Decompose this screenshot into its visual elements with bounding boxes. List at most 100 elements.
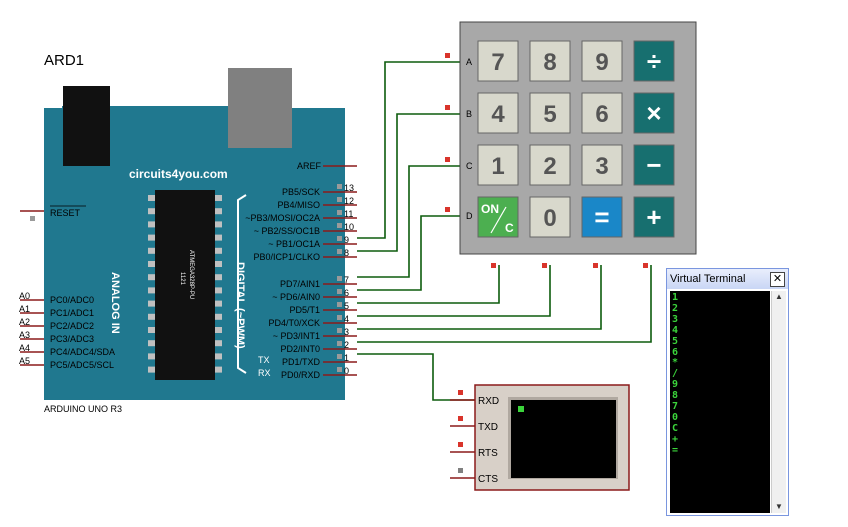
terminal-line: = [672, 444, 679, 456]
key-label: × [646, 98, 661, 128]
pin-marker [337, 328, 342, 333]
chip-label-2: ATMEGA328P-PU [188, 250, 194, 299]
pin-marker [337, 315, 342, 320]
key-on-clear[interactable]: ON C [477, 196, 519, 238]
key-divide[interactable]: ÷ [633, 40, 675, 82]
key-8[interactable]: 8 [529, 40, 571, 82]
scroll-down-icon[interactable]: ▼ [775, 502, 783, 511]
key-3[interactable]: 3 [581, 144, 623, 186]
terminal-cursor [518, 406, 524, 412]
key-4[interactable]: 4 [477, 92, 519, 134]
key-face [477, 196, 519, 238]
key-face [477, 40, 519, 82]
chip-pin [215, 287, 222, 294]
terminal-scrollbar[interactable]: ▲ ▼ [771, 291, 786, 513]
analog-in-label: ANALOG IN [109, 272, 121, 334]
key-label: 6 [595, 101, 608, 128]
analog-pin-number: A1 [19, 304, 30, 314]
terminal-pin-marker [458, 390, 463, 395]
analog-pin-label: PC4/ADC4/SDA [50, 347, 115, 357]
key-label: 4 [491, 101, 505, 128]
digital-pin-label: ~ PB2/SS/OC1B [254, 226, 320, 236]
col-pin-marker [542, 263, 547, 268]
chip-pins-left [148, 195, 155, 373]
key-9[interactable]: 9 [581, 40, 623, 82]
chip-pin [148, 261, 155, 267]
power-jack [63, 86, 110, 166]
terminal-line: 8 [672, 390, 679, 402]
chip-pin [148, 353, 155, 360]
reset-label: RESET [50, 208, 81, 218]
key-plus[interactable]: + [633, 196, 675, 238]
chip-pin [148, 340, 155, 347]
digital-pin-number: 4 [344, 314, 349, 324]
key-face [529, 92, 571, 134]
key-label: 0 [543, 205, 556, 232]
wire-row-a [357, 61, 460, 239]
terminal-line: 5 [672, 335, 679, 347]
key-0[interactable]: 0 [529, 196, 571, 238]
pin-marker [337, 249, 342, 254]
key-face [633, 92, 675, 134]
digital-pin-label: ~ PB1/OC1A [268, 239, 320, 249]
key-1[interactable]: 1 [477, 144, 519, 186]
digital-pin-label: ~ PD3/INT1 [273, 331, 320, 341]
key-label: 8 [543, 49, 556, 76]
analog-pin-label: PC1/ADC1 [50, 308, 94, 318]
keypad-row-label: D [466, 211, 473, 221]
chip-pins-right [215, 195, 222, 373]
key-minus[interactable]: − [633, 144, 675, 186]
analog-pin-number: A4 [19, 343, 30, 353]
key-label: = [594, 202, 609, 232]
pin-marker [337, 276, 342, 281]
board-brand: circuits4you.com [129, 167, 228, 181]
digital-pin-number: 12 [344, 196, 354, 206]
aref-label: AREF [297, 161, 322, 171]
chip-pin [215, 221, 222, 228]
key-6[interactable]: 6 [581, 92, 623, 134]
chip-pin [148, 327, 155, 333]
arduino-board[interactable]: ARD1 circuits4you.com 1121 ATMEGA328P-PU… [19, 52, 357, 414]
key-7[interactable]: 7 [477, 40, 519, 82]
board-ref: ARD1 [44, 52, 84, 69]
chip-pin [215, 313, 222, 320]
pin-marker [337, 354, 342, 359]
digital-pin-number: 13 [344, 183, 354, 193]
chip-pin [148, 247, 155, 254]
key-label: C [505, 221, 514, 235]
pin-marker [337, 223, 342, 228]
key-label: 9 [595, 49, 608, 76]
terminal-line: 2 [672, 302, 679, 314]
scroll-up-icon[interactable]: ▲ [775, 292, 783, 301]
wire-txd [357, 353, 475, 401]
row-pin-marker [445, 157, 450, 162]
digital-pin-number: 1 [344, 353, 349, 363]
chip-pin [148, 366, 155, 373]
key-5[interactable]: 5 [529, 92, 571, 134]
terminal-pin-marker [458, 416, 463, 421]
close-icon[interactable]: ✕ [770, 272, 785, 287]
terminal-line: 4 [672, 324, 679, 336]
key-multiply[interactable]: × [633, 92, 675, 134]
terminal-pin-label: CTS [478, 474, 498, 485]
key-equals[interactable]: = [581, 196, 623, 238]
key-2[interactable]: 2 [529, 144, 571, 186]
key-label: ON [481, 202, 499, 216]
digital-pin-number: 8 [344, 248, 349, 258]
on-key-slash [490, 206, 507, 234]
key-label: 2 [543, 153, 556, 180]
key-face [477, 144, 519, 186]
terminal-line: + [672, 433, 679, 445]
digital-pin-label: PD4/T0/XCK [268, 318, 320, 328]
digital-pin-number: 7 [344, 275, 349, 285]
